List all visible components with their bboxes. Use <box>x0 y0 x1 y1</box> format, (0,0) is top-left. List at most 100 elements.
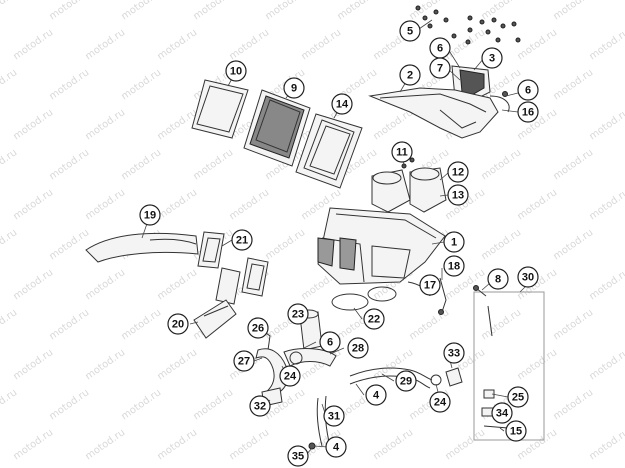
callout-circle <box>399 20 421 42</box>
watermark-text: motod.ru <box>587 267 625 302</box>
watermark-text: motod.ru <box>443 427 487 462</box>
watermark-text: motod.ru <box>47 0 91 22</box>
watermark-text: motod.ru <box>587 427 625 462</box>
watermark-text: motod.ru <box>515 187 559 222</box>
callout-3: 3 <box>481 47 503 69</box>
watermark-text: motod.ru <box>191 147 235 182</box>
callout-10: 10 <box>225 60 247 82</box>
callout-number: 23 <box>292 309 304 321</box>
callout-number: 4 <box>333 442 340 454</box>
duct-20 <box>193 299 237 339</box>
callout-12: 12 <box>447 161 469 183</box>
callout-6: 6 <box>319 331 341 353</box>
callout-29: 29 <box>395 370 417 392</box>
filter-element-9 <box>243 89 311 167</box>
pipe-28 <box>283 348 337 367</box>
callout-number: 24 <box>434 397 447 409</box>
kit-box-30 <box>473 291 545 441</box>
callout-circle <box>287 445 309 467</box>
callout-number: 22 <box>368 314 380 326</box>
callout-24: 24 <box>429 391 451 413</box>
watermark-text: motod.ru <box>83 107 127 142</box>
watermark-text: motod.ru <box>263 227 307 262</box>
callout-circle <box>399 64 421 86</box>
callout-number: 6 <box>437 43 443 55</box>
callout-circle <box>491 402 513 424</box>
callout-number: 28 <box>352 343 364 355</box>
watermark-text: motod.ru <box>11 107 55 142</box>
watermark-text: motod.ru <box>551 67 595 102</box>
callout-number: 34 <box>496 408 509 420</box>
callout-circle <box>517 101 539 123</box>
callout-number: 5 <box>407 26 413 38</box>
airbox-body-1 <box>317 207 446 285</box>
watermark-text: motod.ru <box>587 27 625 62</box>
callout-number: 3 <box>489 53 495 65</box>
callout-circle <box>331 93 353 115</box>
callout-number: 24 <box>284 371 297 383</box>
watermark-text: motod.ru <box>155 187 199 222</box>
sensor-18 <box>438 277 447 315</box>
watermark-text: motod.ru <box>155 347 199 382</box>
watermark-text: motod.ru <box>155 427 199 462</box>
watermark-text: motod.ru <box>119 147 163 182</box>
watermark-text: motod.ru <box>47 387 91 422</box>
callout-circle <box>225 60 247 82</box>
airbox-cover-2 <box>368 87 499 139</box>
callout-16: 16 <box>517 101 539 123</box>
watermark-text: motod.ru <box>0 227 19 262</box>
callout-number: 27 <box>238 356 250 368</box>
callout-circle <box>517 79 539 101</box>
callout-circle <box>507 386 529 408</box>
callout-circle <box>365 384 387 406</box>
watermark-text: motod.ru <box>479 147 523 182</box>
callout-8: 8 <box>487 268 509 290</box>
callout-number: 10 <box>230 66 242 78</box>
callout-number: 15 <box>510 426 522 438</box>
callout-11: 11 <box>391 141 413 163</box>
callout-circle <box>279 365 301 387</box>
watermark-text: motod.ru <box>47 147 91 182</box>
callout-number: 6 <box>327 337 333 349</box>
filter-frame-10 <box>191 79 249 139</box>
callout-number: 25 <box>512 392 524 404</box>
callout-26: 26 <box>247 317 269 339</box>
callout-18: 18 <box>443 255 465 277</box>
callout-circle <box>517 266 539 288</box>
valve-33 <box>445 367 463 387</box>
watermark-text: motod.ru <box>587 347 625 382</box>
callout-circle <box>287 303 309 325</box>
callout-number: 19 <box>144 210 156 222</box>
callout-32: 32 <box>249 395 271 417</box>
callout-number: 8 <box>495 274 501 286</box>
callout-17: 17 <box>419 274 441 296</box>
callout-circle <box>139 204 161 226</box>
watermark-text: motod.ru <box>83 27 127 62</box>
callout-14: 14 <box>331 93 353 115</box>
callout-number: 7 <box>437 63 443 75</box>
watermark-text: motod.ru <box>83 427 127 462</box>
watermark-text: motod.ru <box>11 187 55 222</box>
callout-number: 35 <box>292 451 304 463</box>
watermark-text: motod.ru <box>11 27 55 62</box>
callout-number: 2 <box>407 70 413 82</box>
watermark-text: motod.ru <box>515 27 559 62</box>
callout-number: 14 <box>336 99 349 111</box>
callout-20: 20 <box>167 313 189 335</box>
callout-circle <box>249 395 271 417</box>
callout-19: 19 <box>139 204 161 226</box>
callout-number: 32 <box>254 401 266 413</box>
callout-31: 31 <box>323 405 345 427</box>
watermark-text: motod.ru <box>479 0 523 22</box>
callout-number: 26 <box>252 323 264 335</box>
callout-circle <box>429 57 451 79</box>
bolt-group-5 <box>415 5 521 45</box>
callout-circle <box>323 405 345 427</box>
callout-23: 23 <box>287 303 309 325</box>
callout-circle <box>419 274 441 296</box>
callout-number: 33 <box>448 348 460 360</box>
callout-circle <box>487 268 509 290</box>
parts-artwork <box>85 5 545 450</box>
callout-4: 4 <box>325 436 347 458</box>
